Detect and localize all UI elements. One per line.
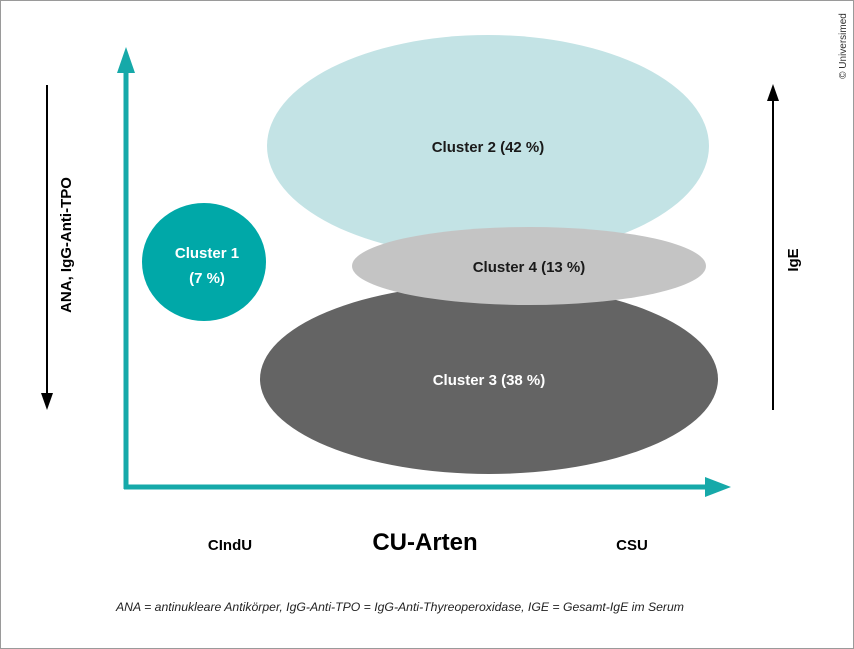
cluster-3-label: Cluster 3 (38 %) — [433, 372, 546, 389]
x-label-cindu: CIndU — [208, 537, 252, 554]
cluster-4-ellipse — [352, 227, 706, 305]
cluster-3-ellipse — [260, 284, 718, 474]
cluster-1-label-line1: Cluster 1 — [175, 245, 239, 262]
cluster-1-ellipse — [142, 203, 266, 321]
left-arrow-head — [41, 393, 53, 410]
y-axis-left-label: ANA, IgG-Anti-TPO — [58, 177, 75, 313]
right-arrow-head — [767, 84, 779, 101]
teal-axes — [117, 47, 731, 497]
x-label-csu: CSU — [616, 537, 648, 554]
y-axis-arrowhead — [117, 47, 135, 73]
x-axis-arrowhead — [705, 477, 731, 497]
cluster-4-label: Cluster 4 (13 %) — [473, 259, 586, 276]
x-axis-title: CU-Arten — [372, 529, 477, 556]
cluster-2-ellipse — [267, 35, 709, 257]
copyright-text: © Universimed — [838, 13, 849, 79]
cluster-2-label: Cluster 2 (42 %) — [432, 139, 545, 156]
footnote: ANA = antinukleare Antikörper, IgG-Anti-… — [115, 600, 684, 614]
cluster-1-label-line2: (7 %) — [189, 270, 225, 287]
y-axis-right-label: IgE — [785, 248, 802, 271]
